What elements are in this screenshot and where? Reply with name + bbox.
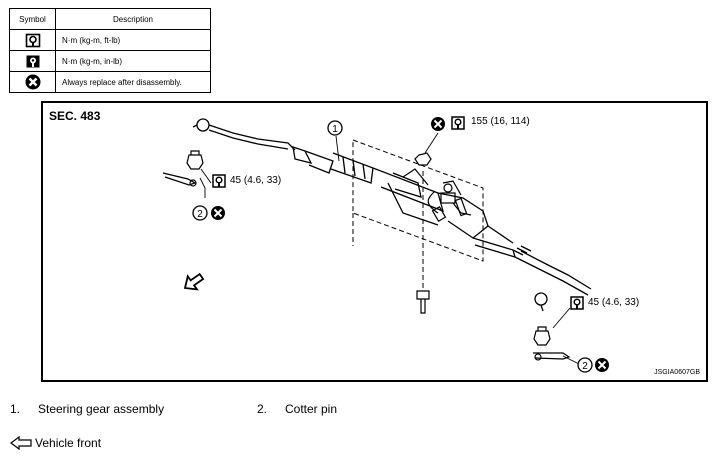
steering-gear-diagram: 1 2 2 [41,101,708,382]
torque-wrench-ftlb-icon [212,174,226,188]
mounting-outline [352,139,484,291]
vehicle-front-note: Vehicle front [10,436,101,450]
legend-description: Always replace after disassembly. [55,71,211,93]
steering-gear-drawing: 1 2 2 [162,116,609,373]
callout-part2-left-label: 2 [197,209,203,220]
steering-rack [292,146,516,258]
symbol-legend-table: Symbol Description N·m (kg-m, ft-lb) N·m… [9,8,211,93]
upper-nut [414,152,432,166]
right-cotter-pin [533,352,571,361]
legend-description: N·m (kg-m, in-lb) [55,50,211,72]
legend-row: N·m (kg-m, ft-lb) [9,29,211,51]
replace-x-icon [431,117,445,131]
callout-part1: 1 [327,120,343,136]
torque-wrench-inlb-icon [26,55,39,67]
torque-value-right: 45 (4.6, 33) [588,297,640,308]
callout-part1-label: 1 [332,124,338,135]
legend-header-symbol: Symbol [9,8,56,30]
torque-wrench-ftlb-icon [451,116,465,130]
left-castle-nut [186,150,204,170]
part-item: 1. Steering gear assembly [10,402,164,416]
right-castle-nut [533,326,551,346]
replace-x-icon [595,358,609,372]
left-cotter-pin [162,172,197,187]
torque-wrench-ftlb-icon [25,33,40,47]
legend-row: Always replace after disassembly. [9,71,211,93]
replace-x-icon [211,206,225,220]
legend-symbol-cell [9,50,56,72]
torque-value-nut: 155 (16, 114) [471,116,530,127]
control-valve [402,168,472,223]
callout-part2-right-label: 2 [582,361,588,372]
torque-value-left: 45 (4.6, 33) [230,175,282,186]
legend-symbol-cell [9,71,56,93]
section-label: SEC. 483 [49,109,101,123]
legend-symbol-cell [9,29,56,51]
legend-header-row: Symbol Description [9,8,211,30]
callout-part2-left: 2 [192,205,208,221]
left-tie-rod [192,118,296,151]
figure-code: JSGIA0607GB [654,369,700,376]
legend-header-description: Description [55,8,211,30]
replace-x-icon [25,74,40,90]
torque-wrench-ftlb-icon [570,296,584,310]
part-item: 2. Cotter pin [257,402,337,416]
vehicle-front-arrow-icon [10,436,32,450]
legend-description: N·m (kg-m, ft-lb) [55,29,211,51]
part-number: 2. [257,402,268,416]
leader-lines [199,132,582,366]
part-name: Steering gear assembly [38,402,165,416]
part-number: 1. [10,402,21,416]
part-name: Cotter pin [285,402,338,416]
vehicle-front-label: Vehicle front [35,436,102,450]
vehicle-front-arrow-icon [183,272,205,291]
legend-row: N·m (kg-m, in-lb) [9,50,211,72]
lower-bolt [416,290,430,314]
right-tie-rod [512,245,592,312]
callout-part2-right: 2 [577,357,593,373]
